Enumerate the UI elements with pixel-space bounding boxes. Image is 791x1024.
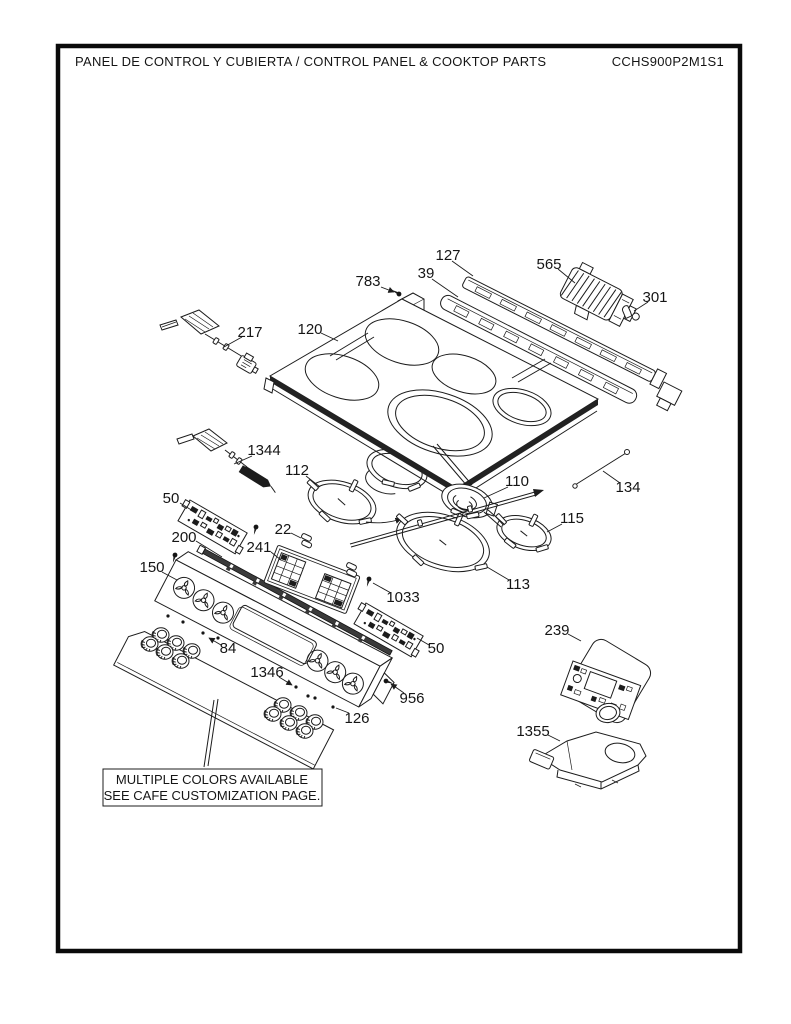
wire-harness-217: [159, 309, 259, 374]
note-line-2: SEE CAFE CUSTOMIZATION PAGE.: [104, 788, 321, 803]
vent-trim-127: [462, 276, 668, 390]
screw-hole-dots: [166, 614, 335, 709]
note-box: [102, 768, 323, 807]
part-label-565: 565: [536, 256, 561, 273]
cooling-fan-565: [559, 261, 640, 327]
page-title: PANEL DE CONTROL Y CUBIERTA / CONTROL PA…: [75, 54, 546, 69]
part-label-39: 39: [418, 265, 435, 282]
part-label-956: 956: [399, 690, 424, 707]
wire-harness-1344: [176, 428, 276, 493]
part-label-217: 217: [237, 324, 262, 341]
part-label-50-right: 50: [428, 640, 445, 657]
part-label-150: 150: [139, 559, 164, 576]
induction-coil-115: [494, 512, 552, 553]
model-number: CCHS900P2M1S1: [612, 54, 724, 69]
part-label-120: 120: [297, 321, 322, 338]
leader-lines: [161, 260, 649, 742]
color-note: MULTIPLE COLORS AVAILABLE SEE CAFE CUSTO…: [102, 698, 323, 807]
induction-coil-112: [306, 478, 377, 526]
page-border: [55, 43, 743, 954]
clip-22-b: [346, 562, 358, 578]
rod-134: [572, 449, 630, 489]
part-label-110: 110: [505, 473, 529, 490]
glass-chevron-marks: [329, 332, 552, 383]
part-label-241: 241: [246, 539, 271, 556]
part-label-1344: 1344: [247, 442, 280, 459]
part-label-126: 126: [344, 710, 369, 727]
module-cover-1355: [529, 731, 647, 790]
control-panel-150: [154, 551, 395, 708]
cooktop-glass-120: [263, 298, 600, 509]
part-labels: 783 127 39 565 301 120 217 1344 112 110 …: [139, 247, 667, 740]
part-label-22: 22: [275, 521, 292, 538]
clip-22-a: [301, 533, 313, 549]
induction-coil-110: [441, 483, 499, 520]
part-label-84: 84: [220, 640, 237, 657]
part-label-301: 301: [642, 289, 667, 306]
display-cutout: [232, 604, 317, 665]
clip-301: [622, 305, 633, 320]
part-label-239: 239: [544, 622, 569, 639]
vent-grille-39: [440, 294, 683, 412]
trim-strip-200: [196, 544, 393, 656]
part-label-783: 783: [355, 273, 380, 290]
coil-wires: [432, 443, 473, 488]
part-label-127: 127: [435, 247, 460, 264]
note-line-1: MULTIPLE COLORS AVAILABLE: [116, 772, 309, 787]
part-label-112: 112: [285, 462, 309, 479]
note-leader: [203, 698, 219, 768]
part-label-113: 113: [506, 576, 530, 593]
display-board-241: [263, 545, 361, 614]
screw-783: [390, 287, 403, 298]
burner-rings: [304, 318, 552, 457]
part-label-1033: 1033: [386, 589, 419, 606]
part-label-115: 115: [560, 510, 584, 527]
control-module-239: [560, 638, 652, 724]
screw-1033: [364, 576, 372, 588]
part-label-1355: 1355: [516, 723, 549, 740]
part-label-134: 134: [615, 479, 640, 496]
part-label-200: 200: [171, 529, 196, 546]
coil-wiring: [349, 489, 544, 548]
screw: [251, 524, 259, 536]
part-label-50-left: 50: [163, 490, 180, 507]
part-label-1346: 1346: [250, 664, 283, 681]
